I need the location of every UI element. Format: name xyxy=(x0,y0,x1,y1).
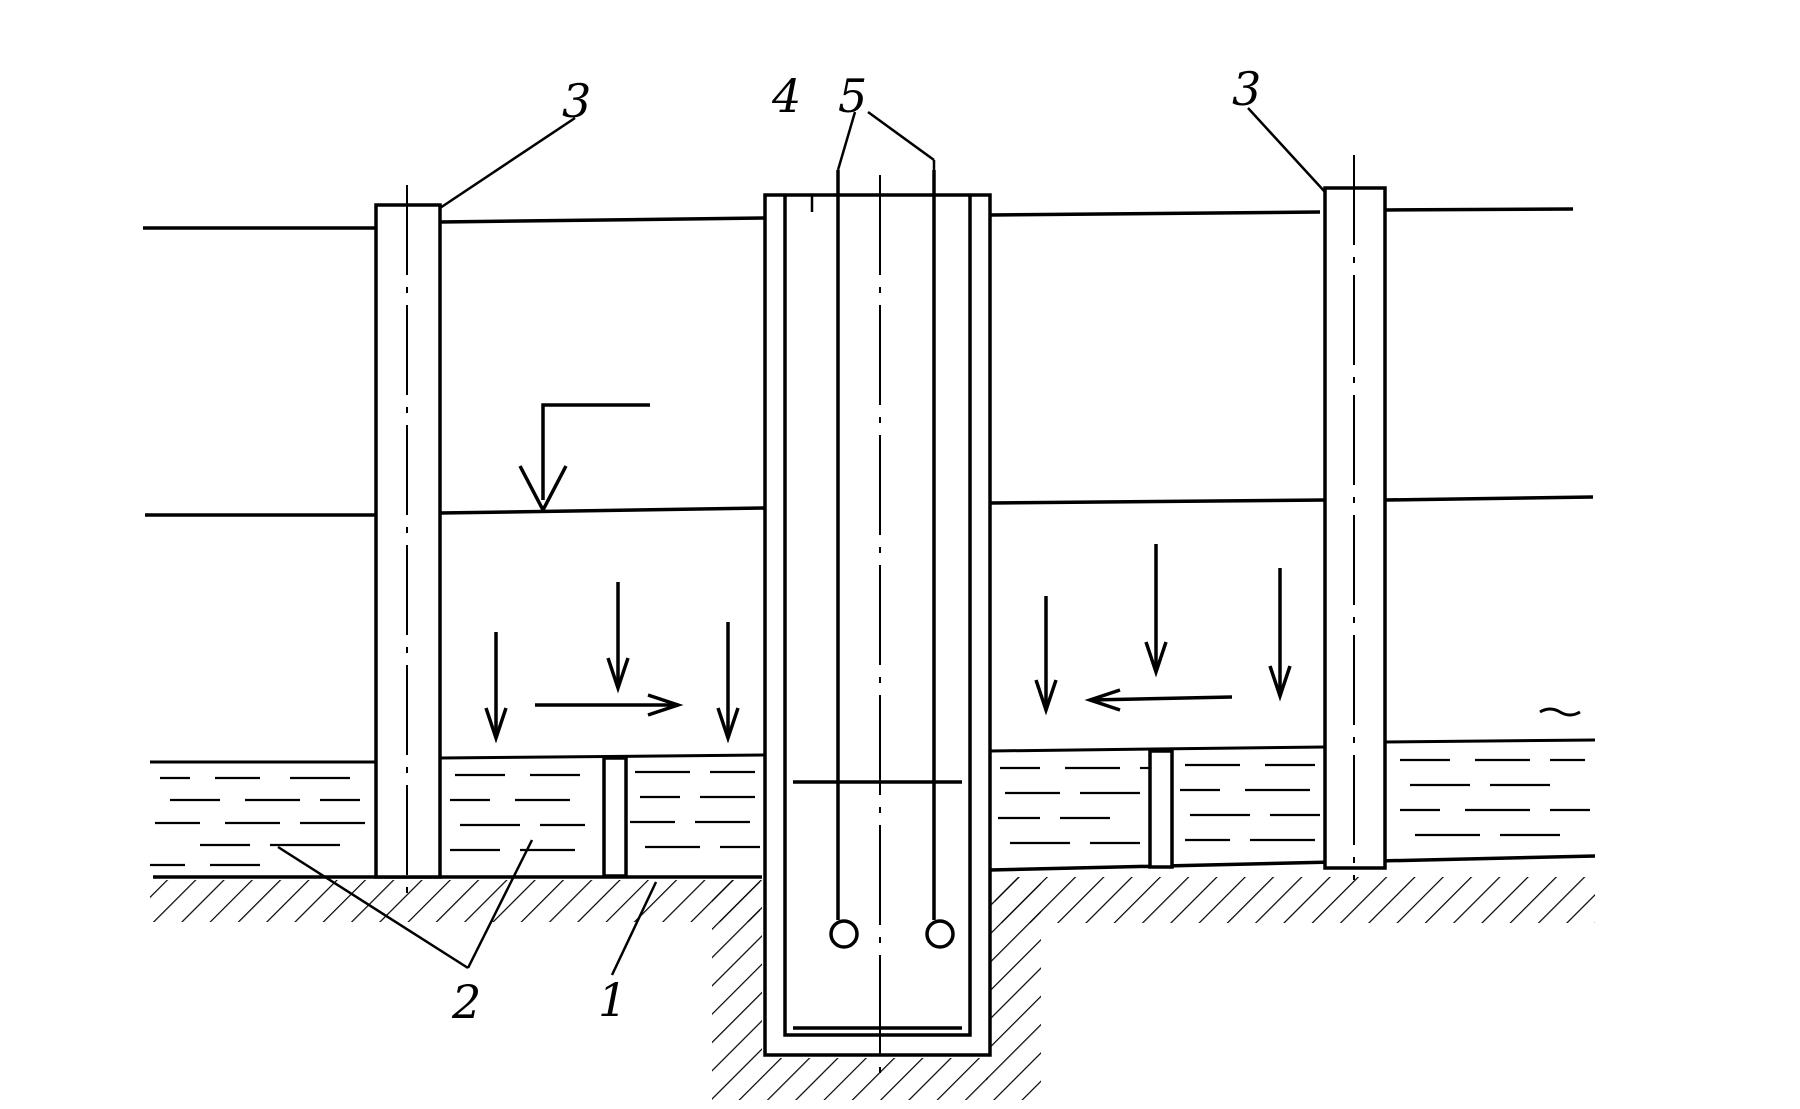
well-casing xyxy=(763,175,992,1085)
groundwater-level-lines xyxy=(145,495,1594,517)
callout-water-zone: 2 xyxy=(451,975,481,1029)
drain-partitions xyxy=(602,749,1174,878)
callout-aquitard: 1 xyxy=(598,973,627,1027)
callout-pile-left: 3 xyxy=(562,74,591,128)
pile-right xyxy=(1323,155,1387,880)
ground-line xyxy=(153,854,1596,879)
flow-arrows xyxy=(484,544,1292,744)
water-level-symbol xyxy=(518,403,650,511)
pile-left xyxy=(374,185,442,905)
pumps xyxy=(829,170,955,949)
leader-lines xyxy=(277,107,1326,976)
top-surface-lines xyxy=(143,207,1574,230)
callout-pumps: 5 xyxy=(838,69,867,123)
callout-well-casing: 4 xyxy=(771,69,801,123)
callout-pile-right: 3 xyxy=(1232,62,1261,116)
